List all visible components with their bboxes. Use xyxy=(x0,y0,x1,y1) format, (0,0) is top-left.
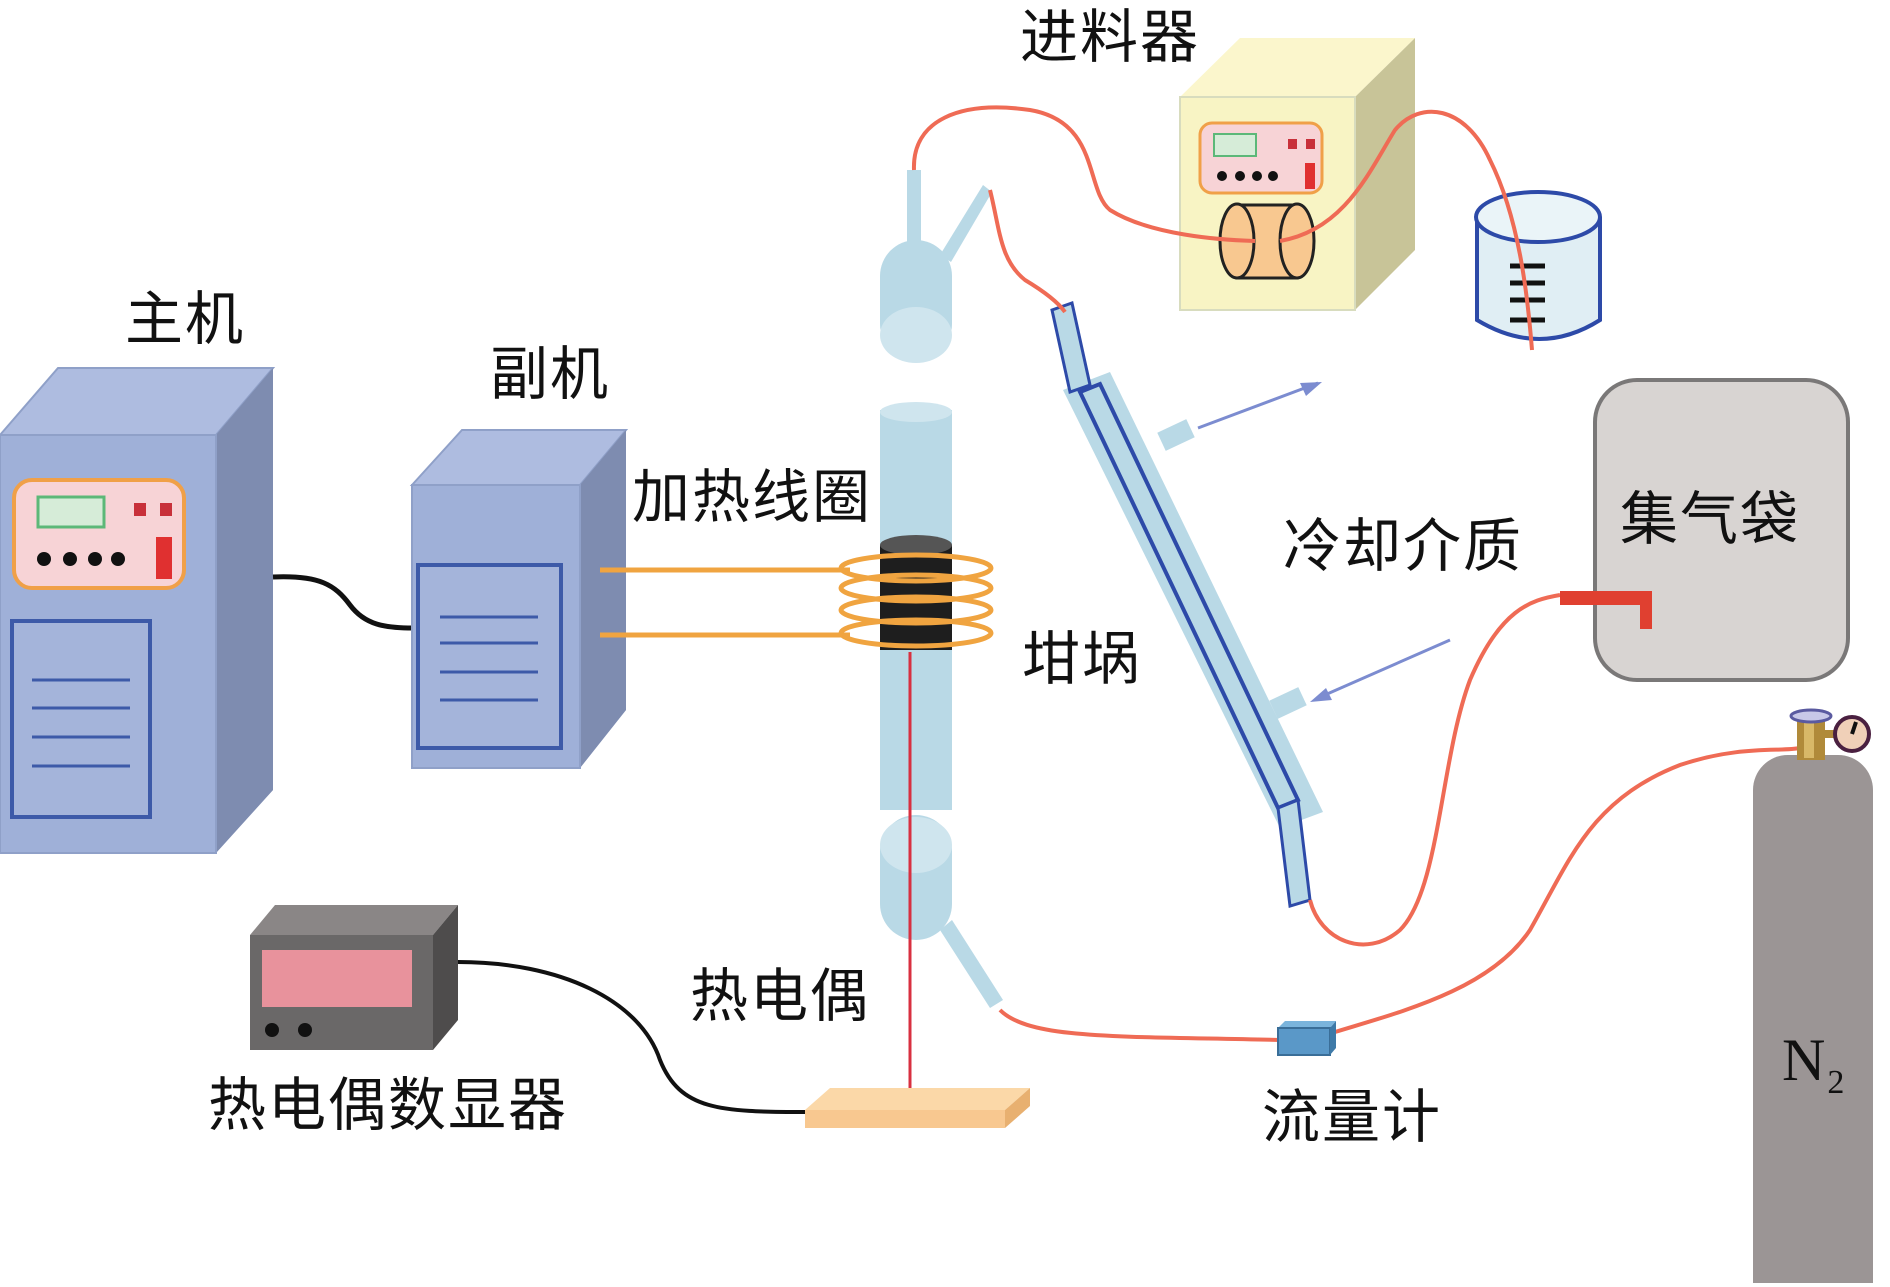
hose-feeder-to-beaker xyxy=(1279,109,1534,351)
cooling-out-arrow xyxy=(1197,381,1322,430)
label-n2: N2 xyxy=(1782,1030,1846,1100)
label-heating-coil: 加热线圈 xyxy=(632,463,873,531)
hose-reactor-to-flowmeter xyxy=(998,1008,1281,1042)
host-cabinet xyxy=(0,367,276,854)
host-vent-door xyxy=(10,619,152,819)
thermocouple-plate xyxy=(805,1088,1030,1128)
hose-condenser-feed xyxy=(988,189,1067,314)
thermocouple-display xyxy=(250,905,458,1050)
label-n2-main: N xyxy=(1782,1027,1828,1093)
beaker xyxy=(1474,190,1602,341)
condenser xyxy=(1050,301,1323,908)
label-feeder: 进料器 xyxy=(1020,3,1201,71)
hose-reactor-to-feeder xyxy=(911,105,1256,243)
heating-coil xyxy=(838,552,994,649)
label-crucible: 坩埚 xyxy=(1022,625,1143,693)
label-thermocouple-display: 热电偶数显器 xyxy=(208,1071,569,1139)
hose-condenser-to-gasbag xyxy=(1308,593,1561,947)
flow-meter xyxy=(1277,1021,1336,1056)
feeder-pump xyxy=(1179,38,1415,311)
label-host: 主机 xyxy=(125,285,246,353)
cooling-in-arrow xyxy=(1310,638,1451,702)
label-thermocouple: 热电偶 xyxy=(690,962,871,1030)
label-gas-bag: 集气袋 xyxy=(1620,485,1801,553)
label-cooling-medium: 冷却介质 xyxy=(1283,512,1524,580)
host-control-panel xyxy=(12,478,186,590)
slave-cabinet xyxy=(409,429,629,769)
label-n2-subscript: 2 xyxy=(1827,1064,1847,1101)
hose-flowmeter-to-cylinder xyxy=(1334,746,1801,1034)
label-slave: 副机 xyxy=(490,340,611,408)
gas-bag xyxy=(1560,378,1850,682)
host-slave-cable xyxy=(272,574,414,631)
label-flow-meter: 流量计 xyxy=(1262,1083,1443,1151)
crucible xyxy=(880,535,952,650)
display-cable xyxy=(457,960,806,1114)
n2-cylinder xyxy=(1753,708,1873,1285)
hoses xyxy=(911,105,1801,1042)
